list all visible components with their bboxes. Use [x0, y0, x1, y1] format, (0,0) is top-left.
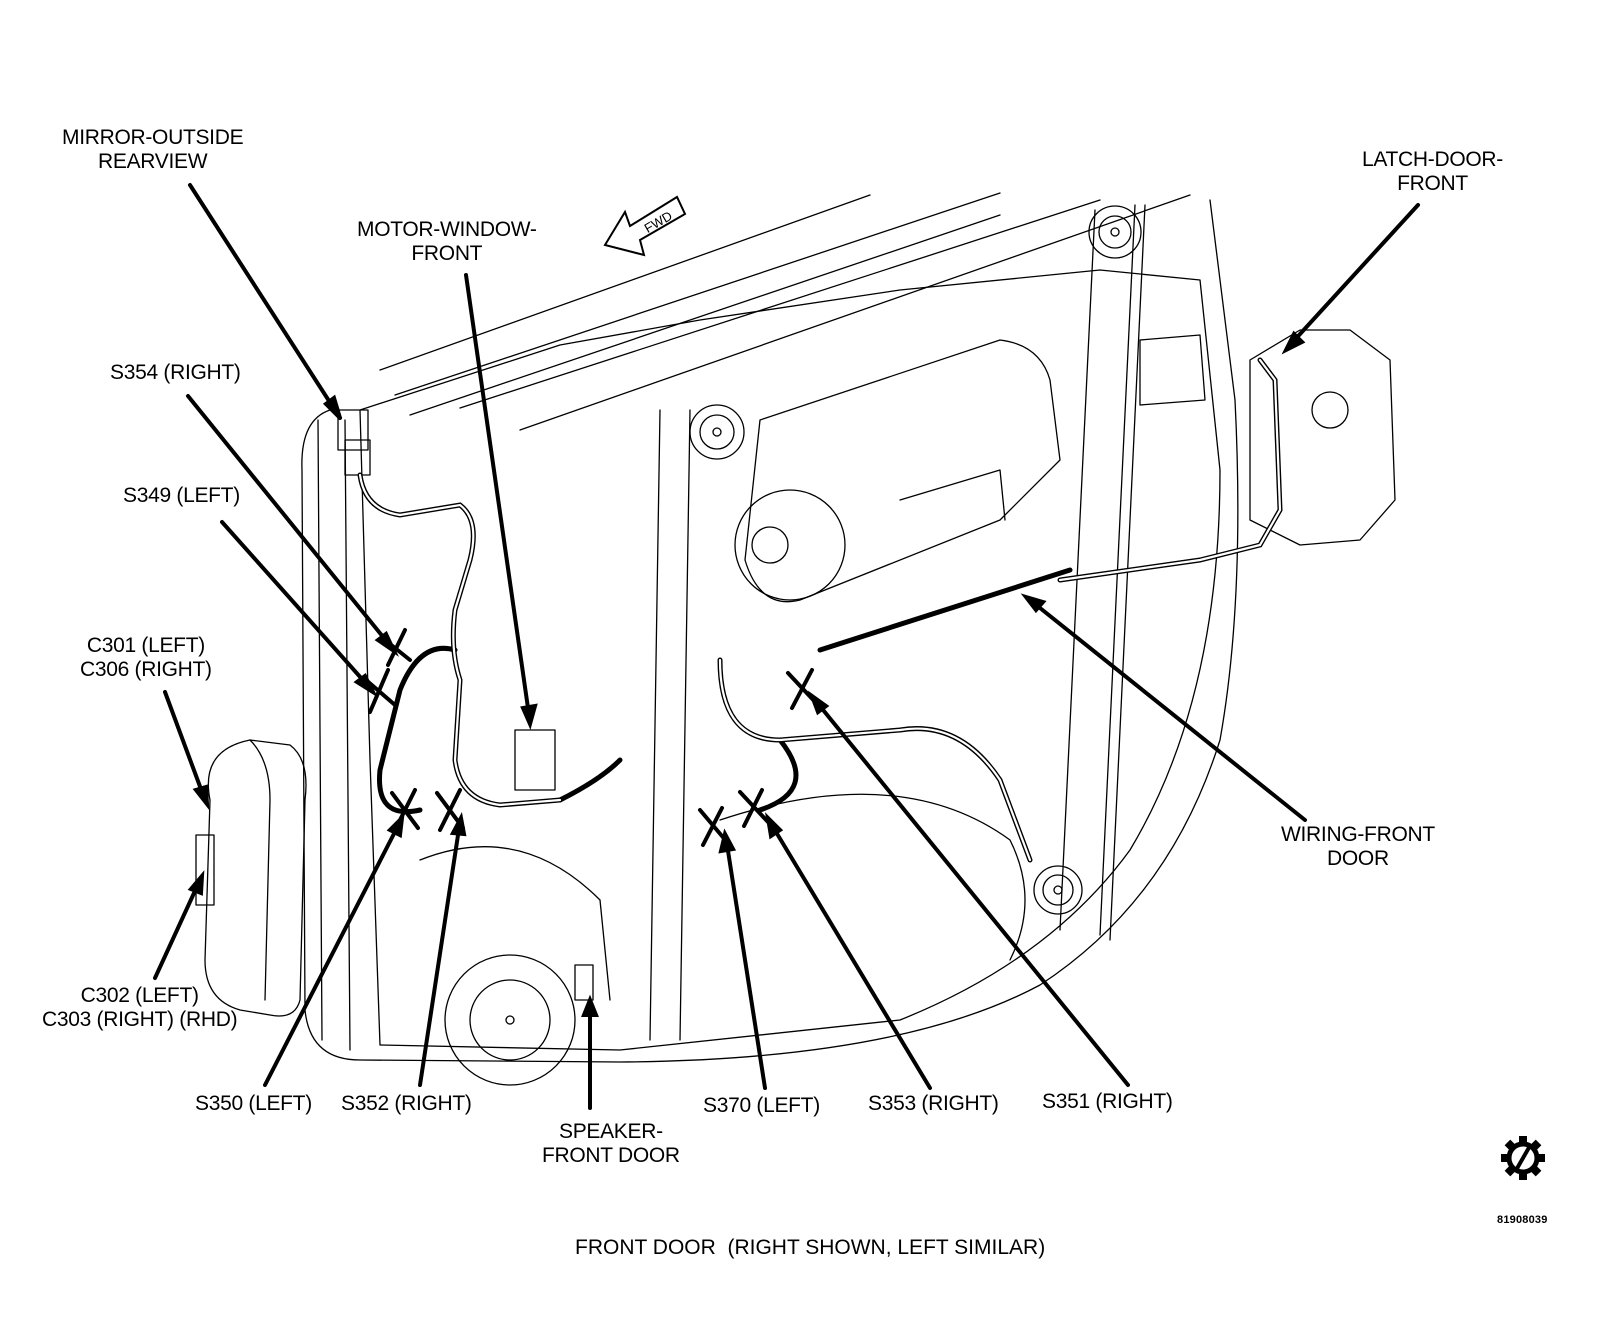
- inner-panel-outline: [359, 269, 1221, 1051]
- wiring-harness: [357, 357, 1283, 863]
- diagram-caption: FRONT DOOR (RIGHT SHOWN, LEFT SIMILAR): [575, 1236, 1046, 1259]
- splice-markers: [364, 628, 820, 847]
- speaker-body: [419, 846, 611, 1086]
- label-mirror-outside-rearview: MIRROR-OUTSIDE REARVIEW: [62, 126, 244, 173]
- splice-marker-s353: [738, 788, 770, 828]
- leader-wiring: [1028, 598, 1307, 822]
- label-c301-c306: C301 (LEFT) C306 (RIGHT): [80, 634, 212, 681]
- leader-c301: [163, 690, 207, 802]
- c301-grommet: [195, 739, 307, 1017]
- leader-s370: [724, 836, 767, 1090]
- label-speaker-front-door: SPEAKER- FRONT DOOR: [542, 1120, 680, 1167]
- leader-mirror: [188, 183, 342, 420]
- mirror-connector: [337, 409, 371, 476]
- window-motor-body: [734, 339, 1061, 603]
- leader-s352: [418, 820, 462, 1087]
- leader-motor: [464, 273, 532, 724]
- fwd-arrow-icon: FWD: [603, 195, 687, 257]
- latch-assembly: [1139, 329, 1396, 546]
- label-s351-right: S351 (RIGHT): [1042, 1090, 1173, 1113]
- label-motor-window-front: MOTOR-WINDOW- FRONT: [357, 218, 537, 265]
- label-s353-right: S353 (RIGHT): [868, 1092, 999, 1115]
- regulator-pulleys: [689, 205, 1142, 915]
- figure-number: 81908039: [1497, 1214, 1548, 1226]
- leader-s350: [263, 820, 402, 1087]
- leader-lines: [153, 183, 1420, 1110]
- leader-s349: [220, 520, 372, 690]
- label-s354-right: S354 (RIGHT): [110, 361, 241, 384]
- leader-latch: [1288, 203, 1420, 347]
- leader-s354: [186, 394, 394, 650]
- speaker-connector: [574, 964, 594, 1001]
- label-s370-left: S370 (LEFT): [703, 1094, 820, 1117]
- window-frame-lines: [379, 192, 1191, 431]
- label-c302-c303: C302 (LEFT) C303 (RIGHT) (RHD): [42, 984, 238, 1031]
- leader-c302: [153, 878, 202, 980]
- label-s349-left: S349 (LEFT): [123, 484, 240, 507]
- leader-s353: [768, 820, 932, 1090]
- door-shell-outline: [301, 199, 1239, 1063]
- regulator-rails: [649, 204, 1146, 1041]
- label-latch-door-front: LATCH-DOOR- FRONT: [1362, 148, 1503, 195]
- leader-s351: [813, 698, 1130, 1087]
- label-s350-left: S350 (LEFT): [195, 1092, 312, 1115]
- gear-slash-icon: [1501, 1136, 1545, 1180]
- label-wiring-front-door: WIRING-FRONT DOOR: [1281, 823, 1435, 870]
- motor-connector: [514, 729, 556, 791]
- label-s352-right: S352 (RIGHT): [341, 1092, 472, 1115]
